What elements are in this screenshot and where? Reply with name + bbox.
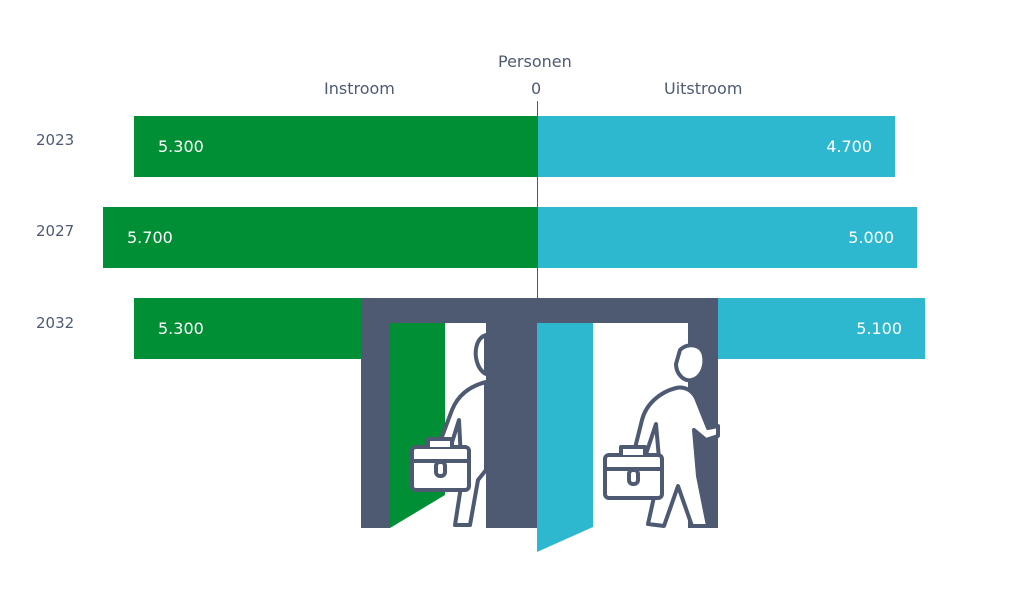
axis-title-personen: Personen	[498, 52, 572, 71]
bar-value: 5.700	[127, 228, 173, 247]
uitstroom-bar: 4.700	[537, 116, 895, 177]
axis-zero-label: 0	[531, 79, 542, 98]
bar-value: 5.100	[856, 319, 902, 338]
uitstroom-label: Uitstroom	[664, 79, 743, 98]
bar-value: 5.300	[158, 319, 204, 338]
bar-value: 5.300	[158, 137, 204, 156]
uitstroom-bar: 5.000	[537, 207, 917, 268]
zero-axis-line	[537, 101, 538, 301]
bar-value: 4.700	[826, 137, 872, 156]
bar-value: 5.000	[848, 228, 894, 247]
instroom-bar: 5.700	[103, 207, 537, 268]
year-label: 2027	[36, 222, 75, 240]
instroom-bar: 5.300	[134, 116, 537, 177]
year-label: 2023	[36, 131, 75, 149]
year-label: 2032	[36, 314, 75, 332]
instroom-label: Instroom	[324, 79, 395, 98]
